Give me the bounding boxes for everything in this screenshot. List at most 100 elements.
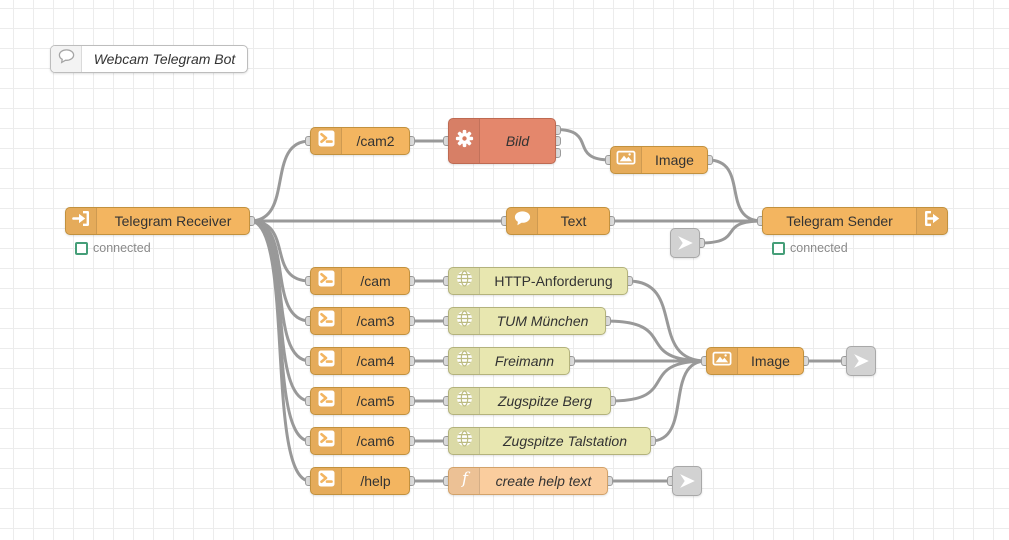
node-cam2[interactable]: /cam2 [310,127,410,155]
node-cam[interactable]: /cam [310,267,410,295]
wire-http1-image2[interactable] [626,279,708,363]
node-label-text1: Text [560,213,587,229]
icon-region [449,388,480,414]
node-label-sender: Telegram Sender [786,213,893,229]
terminal-icon [317,129,336,153]
node-bild[interactable]: Bild [448,118,556,164]
terminal-icon [317,309,336,333]
icon-region [449,428,480,454]
link-arrow-icon [850,350,872,372]
status-dot-icon [75,241,88,255]
icon-region [449,268,480,294]
node-linkout2[interactable] [672,466,702,496]
icon-region [311,468,342,494]
icon-region [66,208,97,234]
node-http5[interactable]: Zugspitze Talstation [448,427,651,455]
status-dot-icon [772,241,785,255]
node-help[interactable]: /help [310,467,410,495]
node-label-cam5: /cam5 [356,393,395,409]
terminal-icon [317,389,336,413]
globe-icon [455,429,474,453]
node-label-receiver: Telegram Receiver [114,213,232,229]
icon-region [916,208,947,234]
node-http4[interactable]: Zugspitze Berg [448,387,611,415]
node-func[interactable]: f create help text [448,467,608,495]
icon-region [311,308,342,334]
node-http1[interactable]: HTTP-Anforderung [448,267,628,295]
node-cam4[interactable]: /cam4 [310,347,410,375]
status-text: connected [93,241,151,255]
node-linkout1[interactable] [846,346,876,376]
node-label-func: create help text [495,473,592,489]
node-cam6[interactable]: /cam6 [310,427,410,455]
wire-receiver-help[interactable] [248,219,312,483]
gear-icon [455,129,474,153]
node-receiver[interactable]: Telegram Receiver [65,207,250,235]
icon-region [311,268,342,294]
function-f-icon: f [455,469,474,493]
globe-icon [455,309,474,333]
icon-region [51,46,82,72]
bubble-outline-icon [57,47,76,71]
node-label-http1: HTTP-Anforderung [494,273,613,289]
wire-bild-image1[interactable] [554,128,612,162]
icon-region [611,147,642,173]
node-label-cam3: /cam3 [356,313,395,329]
icon-region [311,128,342,154]
terminal-icon [317,429,336,453]
icon-region [449,348,480,374]
node-cam3[interactable]: /cam3 [310,307,410,335]
wire-receiver-cam2[interactable] [248,139,312,223]
icon-region [449,308,480,334]
bubble-icon [513,209,532,233]
node-label-cam6: /cam6 [356,433,395,449]
image-icon [712,349,732,373]
node-label-image2: Image [751,353,790,369]
status-receiver: connected [75,241,151,255]
node-label-http2: TUM München [496,313,589,329]
node-linkin1[interactable] [670,228,700,258]
node-label-http4: Zugspitze Berg [497,393,593,409]
arrow-out-icon [923,209,942,233]
node-label-help: /help [360,473,391,489]
icon-region: f [449,468,480,494]
node-label-http5: Zugspitze Talstation [503,433,627,449]
node-label-bild: Bild [505,133,530,149]
node-label-cam4: /cam4 [356,353,395,369]
node-comment1[interactable]: Webcam Telegram Bot [50,45,248,73]
terminal-icon [317,269,336,293]
node-label-cam: /cam [360,273,391,289]
node-label-comment1: Webcam Telegram Bot [93,51,236,67]
node-cam5[interactable]: /cam5 [310,387,410,415]
wire-image1-sender[interactable] [706,158,764,223]
image-icon [616,148,636,172]
node-text1[interactable]: Text [506,207,610,235]
link-arrow-icon [674,232,696,254]
node-http3[interactable]: Freimann [448,347,570,375]
node-label-http3: Freimann [494,353,555,369]
node-label-cam2: /cam2 [356,133,395,149]
icon-region [507,208,538,234]
wire-http5-image2[interactable] [649,359,708,443]
node-image2[interactable]: Image [706,347,804,375]
icon-region [449,119,480,163]
node-http2[interactable]: TUM München [448,307,606,335]
link-arrow-icon [676,470,698,492]
wire-linkin1-sender[interactable] [698,219,764,245]
icon-region [311,388,342,414]
node-image1[interactable]: Image [610,146,708,174]
terminal-icon [317,469,336,493]
node-sender[interactable]: Telegram Sender [762,207,948,235]
wire-http4-image2[interactable] [609,359,708,403]
node-label-image1: Image [655,152,694,168]
globe-icon [455,269,474,293]
globe-icon [455,389,474,413]
globe-icon [455,349,474,373]
icon-region [311,428,342,454]
icon-region [707,348,738,374]
wire-http2-image2[interactable] [604,319,708,363]
arrow-in-icon [71,209,91,233]
status-text: connected [790,241,848,255]
